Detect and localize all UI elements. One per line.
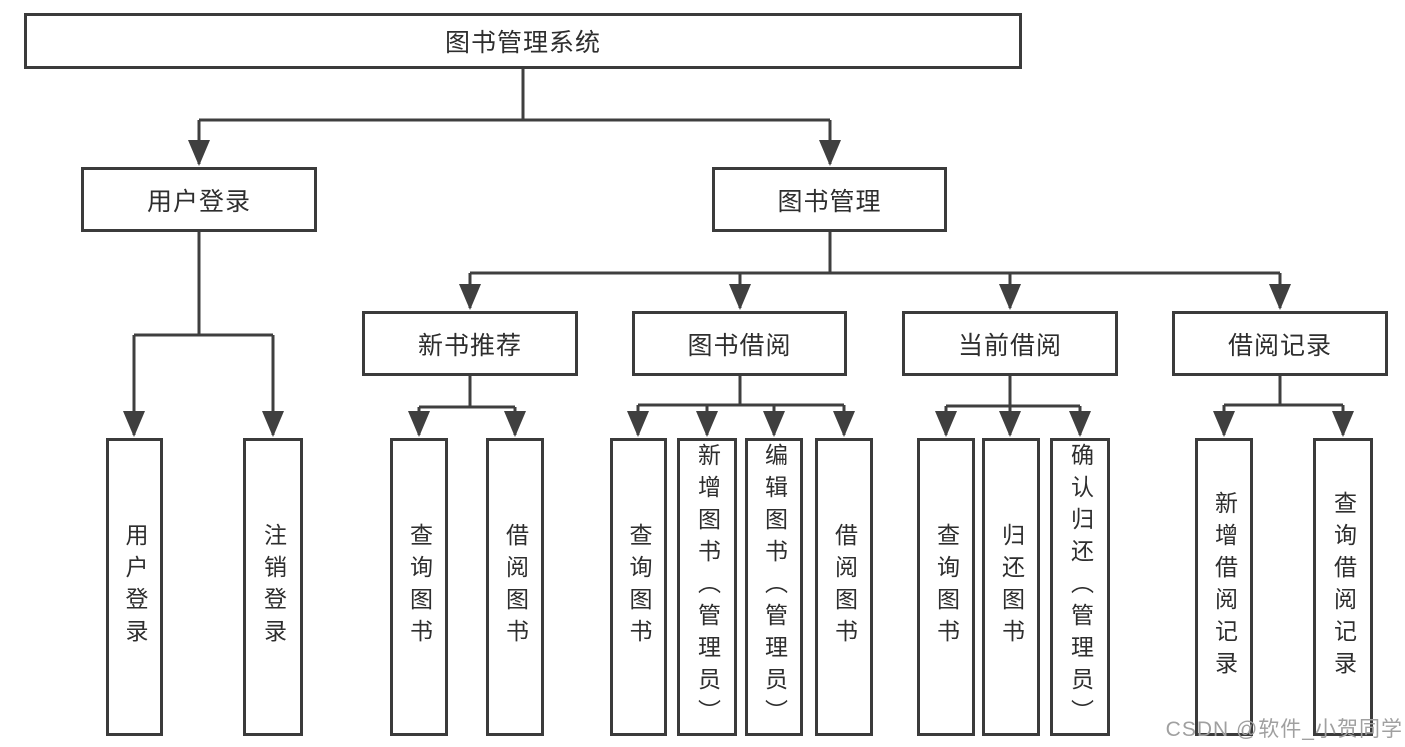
- connector-book-management: [470, 232, 1280, 275]
- leaf-borrow-books: 借阅图书: [815, 438, 873, 736]
- leaf-add-borrow-record: 新增借阅记录: [1195, 438, 1253, 736]
- node-root-system: 图书管理系统: [24, 13, 1022, 69]
- leaf-query-books-borrow: 查询图书: [610, 438, 667, 736]
- leaf-borrow-books-recommend: 借阅图书: [486, 438, 544, 736]
- node-new-book-recommend: 新书推荐: [362, 311, 578, 376]
- leaf-add-book-admin: 新增图书（管理员）: [677, 438, 737, 736]
- connector-root: [199, 69, 830, 122]
- leaf-return-book: 归还图书: [982, 438, 1040, 736]
- connector-current-borrow: [946, 376, 1080, 408]
- node-borrow-records: 借阅记录: [1172, 311, 1388, 376]
- node-book-management: 图书管理: [712, 167, 947, 232]
- node-book-borrow: 图书借阅: [632, 311, 847, 376]
- leaf-logout: 注销登录: [243, 438, 303, 736]
- leaf-query-books-current: 查询图书: [917, 438, 975, 736]
- node-current-borrow: 当前借阅: [902, 311, 1118, 376]
- leaf-query-books-recommend: 查询图书: [390, 438, 448, 736]
- connector-book-borrow: [638, 376, 844, 407]
- connector-new-book: [419, 376, 515, 409]
- leaf-edit-book-admin: 编辑图书（管理员）: [745, 438, 803, 736]
- watermark: CSDN @软件_小贺同学: [1165, 718, 1403, 741]
- leaf-confirm-return-admin: 确认归还（管理员）: [1050, 438, 1110, 736]
- leaf-query-borrow-record: 查询借阅记录: [1313, 438, 1373, 736]
- node-user-login: 用户登录: [81, 167, 317, 232]
- leaf-user-login: 用户登录: [106, 438, 163, 736]
- connector-borrow-records: [1224, 376, 1343, 407]
- connector-user-login: [134, 232, 273, 337]
